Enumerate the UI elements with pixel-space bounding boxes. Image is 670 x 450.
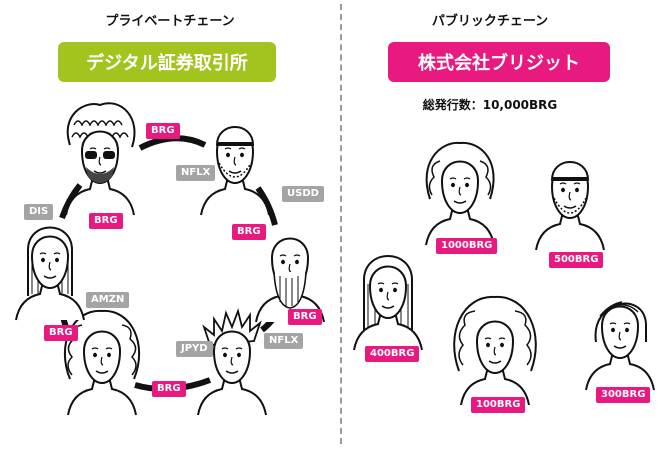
section-divider — [340, 4, 342, 444]
holder-big-curly-hair — [453, 295, 537, 406]
holder-beanie-beard — [535, 161, 605, 251]
ring-token-tag: NFLX — [176, 165, 216, 181]
holding-tag: 300BRG — [596, 387, 651, 403]
private-chain-heading: プライベートチェーン — [105, 14, 235, 29]
ring-token-tag: AMZN — [86, 292, 130, 308]
ring-token-tag: USDD — [282, 186, 324, 202]
holding-tag: 500BRG — [549, 252, 604, 268]
private-title-box: デジタル証券取引所 — [58, 42, 276, 82]
ring-token-tag: BRG — [146, 123, 180, 139]
person-bald-long-beard — [255, 237, 325, 323]
holder-curly-bob — [425, 141, 495, 246]
ring-token-tag: JPYD — [176, 341, 213, 357]
ring-token-tag: BRG — [288, 309, 322, 325]
total-supply-label: 総発行数：10,000BRG — [422, 98, 558, 112]
person-spiky-hair — [197, 307, 267, 416]
person-afro-glasses — [65, 102, 136, 216]
ring-token-tag: BRG — [232, 224, 266, 240]
holding-tag: 400BRG — [365, 346, 420, 362]
public-chain-heading: パブリックチェーン — [431, 14, 549, 29]
person-long-straight-hair — [15, 226, 85, 321]
ring-token-tag: BRG — [152, 381, 186, 397]
ring-token-tag: BRG — [44, 325, 78, 341]
holding-tag: 100BRG — [471, 397, 526, 413]
public-title-box: 株式会社ブリジット — [388, 42, 610, 82]
holding-tag: 1000BRG — [436, 238, 498, 254]
ring-token-tag: DIS — [24, 204, 54, 220]
person-beanie-beard — [200, 126, 270, 216]
holder-short-bob — [585, 301, 655, 391]
ring-token-tag: BRG — [89, 213, 123, 229]
holder-long-hair — [353, 255, 423, 351]
ring-token-tag: NFLX — [264, 333, 304, 349]
